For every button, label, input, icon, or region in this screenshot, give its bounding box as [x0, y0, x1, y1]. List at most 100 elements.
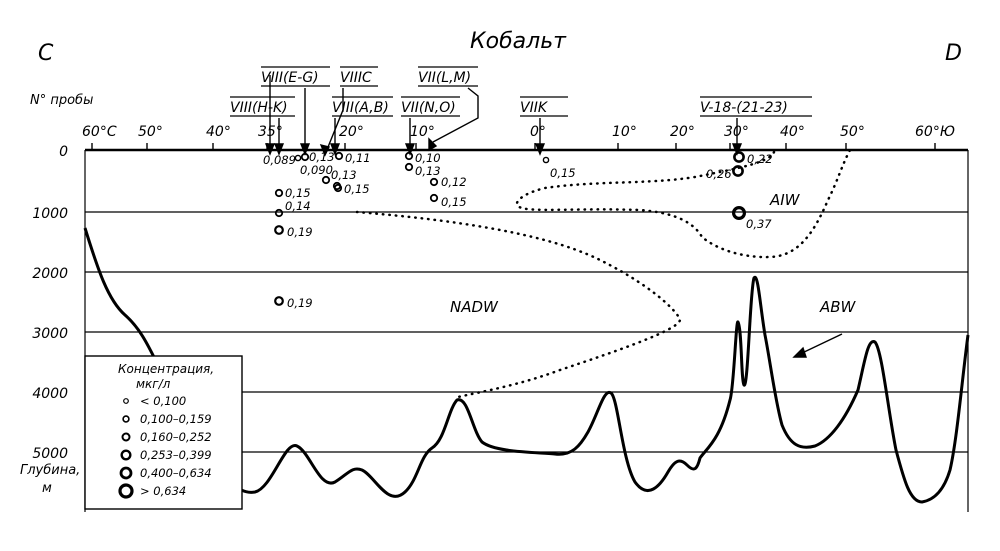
legend-box — [84, 355, 243, 510]
seafloor-relief — [83, 227, 970, 504]
legend-marker — [123, 398, 129, 404]
sample-value: 0,15 — [285, 186, 311, 200]
lat-tick-label: 60°Ю — [915, 124, 955, 140]
depth-tick-label: 3000 — [32, 326, 68, 342]
probe-number-label: N° пробы — [30, 93, 93, 108]
sample-value: 0,15 — [344, 182, 370, 196]
lat-tick-label: 10° — [410, 124, 435, 140]
station-label: VIIIC — [340, 70, 372, 86]
depth-tick-label: 2000 — [32, 266, 68, 282]
sample-marker — [733, 151, 745, 163]
lat-tick-label: 30° — [724, 124, 749, 140]
station-label: VIII(A,B) — [332, 100, 389, 116]
arrowhead — [264, 143, 276, 156]
water-mass-label: NADW — [450, 298, 499, 316]
sample-marker — [333, 183, 343, 193]
legend-marker — [118, 483, 134, 499]
latitude-ticks — [91, 143, 936, 150]
station-label: V-18-(21-23) — [700, 100, 788, 116]
arrowhead — [534, 143, 546, 156]
arrowhead — [329, 143, 341, 156]
lat-tick-label: 0° — [530, 124, 546, 140]
station-labels: VIII(E-G) VIIIC VIII(H-K) VIII(A,B) VII(… — [230, 70, 788, 116]
latitude-axis: 60°С 50° 40° 35° 20° 10° 0° 10° 20° 30° … — [82, 124, 955, 140]
station-arrows — [264, 75, 743, 157]
sample-value: 0,090 — [300, 163, 333, 177]
sample-marker — [334, 151, 344, 161]
water-mass-label: ABW — [819, 298, 857, 316]
depth-tick-label: 5000 — [32, 446, 68, 462]
arrowhead — [273, 143, 285, 156]
station-arrow — [432, 87, 479, 143]
sample-value: 0,11 — [345, 151, 371, 165]
arrowhead — [731, 143, 743, 156]
sample-value: 0,26 — [706, 167, 732, 181]
lat-tick-label: 20° — [670, 124, 695, 140]
sample-marker — [300, 152, 310, 162]
depth-tick-label: 4000 — [32, 386, 68, 402]
sample-value: 0,15 — [550, 166, 576, 180]
section-start-letter: C — [38, 41, 54, 66]
station-label: VIII(E-G) — [261, 70, 319, 86]
sample-marker — [429, 177, 439, 187]
legend-title: Концентрация, — [118, 362, 214, 376]
legend-item-label: 0,160–0,252 — [140, 430, 212, 444]
legend-marker — [120, 449, 132, 461]
sample-value: 0,13 — [309, 150, 335, 164]
arrowhead — [319, 143, 331, 157]
sample-marker — [321, 175, 331, 185]
sample-value: 0,22 — [747, 152, 773, 166]
lat-tick-label: 60°С — [82, 124, 117, 140]
station-label-rules — [230, 66, 812, 117]
sample-marker — [404, 151, 414, 161]
sample-value: 0,13 — [415, 164, 441, 178]
sample-marker — [731, 206, 746, 221]
sample-value: 0,15 — [441, 195, 467, 209]
arrowhead — [404, 143, 416, 156]
sample-values: 0,089 0,13 0,090 0,13 0,11 0,15 0,10 0,1… — [263, 150, 773, 310]
sample-marker — [294, 154, 302, 162]
sample-marker — [429, 193, 439, 203]
arrowhead — [428, 137, 438, 152]
legend-marker — [122, 415, 130, 423]
sample-marker — [404, 162, 414, 172]
depth-tick-label: 0 — [59, 144, 68, 160]
station-label: VII(N,O) — [401, 100, 456, 116]
depth-axis-unit: м — [42, 481, 52, 496]
sample-marker — [274, 208, 284, 218]
sample-value: 0,089 — [263, 153, 296, 167]
station-label: VIIK — [520, 100, 549, 116]
sample-marker — [274, 296, 284, 306]
section-end-letter: D — [945, 41, 962, 66]
sample-marker — [274, 225, 284, 235]
legend-marker — [121, 432, 131, 442]
sample-value: 0,12 — [441, 175, 467, 189]
diagram-title: Кобальт — [470, 29, 567, 54]
sample-value: 0,19 — [287, 296, 313, 310]
depth-axis-label: Глубина, — [20, 463, 80, 478]
legend-unit: мкг/л — [136, 377, 171, 391]
sample-value: 0,10 — [415, 151, 441, 165]
depth-tick-label: 1000 — [32, 206, 68, 222]
station-label: VIII(H-K) — [230, 100, 288, 116]
lat-tick-label: 35° — [258, 124, 283, 140]
legend-item-label: > 0,634 — [140, 484, 186, 498]
legend-item-label: 0,100–0,159 — [140, 412, 212, 426]
sample-marker — [542, 156, 550, 164]
depth-axis: 0 1000 2000 3000 4000 5000 — [32, 144, 68, 462]
arrowhead — [299, 143, 311, 156]
concentration-legend: Концентрация, мкг/л < 0,100 0,100–0,159 … — [84, 355, 243, 510]
legend-item-label: 0,253–0,399 — [140, 448, 212, 462]
station-label: VII(L,M) — [418, 70, 471, 86]
water-mass-label: AIW — [769, 191, 801, 209]
sample-marker — [274, 188, 284, 198]
abw-arrow — [792, 333, 843, 358]
sample-value: 0,14 — [285, 199, 311, 213]
samples-layer — [274, 151, 746, 306]
lat-tick-label: 20° — [339, 124, 364, 140]
lat-tick-label: 40° — [780, 124, 805, 140]
aiw-boundary — [515, 148, 852, 259]
lat-tick-label: 50° — [840, 124, 865, 140]
sample-value: 0,19 — [287, 225, 313, 239]
sample-value: 0,13 — [331, 168, 357, 182]
